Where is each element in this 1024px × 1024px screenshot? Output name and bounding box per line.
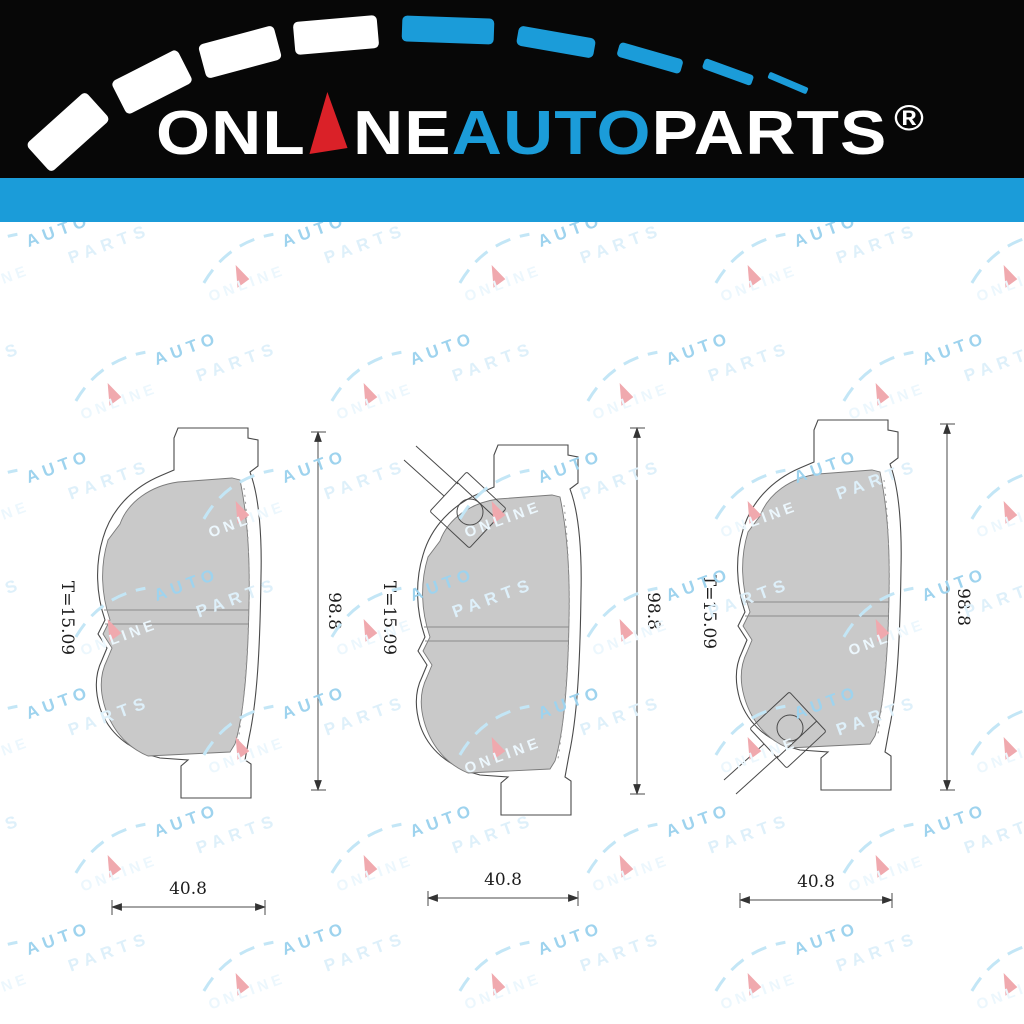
width-dimension-label: 40.8 xyxy=(169,879,207,899)
logo-wordmark: ONL NEAUTOPARTS® xyxy=(156,92,925,165)
brake-pad-figure-right: 98.8 T=15.09 40.8 xyxy=(699,419,973,908)
brake-pads-diagram: 98.8 T=15.09 40.8 98.8 T=15.09 40.8 xyxy=(57,419,973,915)
thickness-dimension-label: T=15.09 xyxy=(57,581,77,655)
brake-pad-figure-left: 98.8 T=15.09 40.8 xyxy=(57,427,344,915)
registered-trademark-icon: ® xyxy=(894,97,926,138)
logo-text-ne: NE xyxy=(352,99,452,168)
logo-text-parts: PARTS xyxy=(651,99,888,168)
height-dimension-label: 98.8 xyxy=(953,588,973,626)
technical-drawing-area: 98.8 T=15.09 40.8 98.8 T=15.09 40.8 xyxy=(0,222,1024,1024)
height-dimension-label: 98.8 xyxy=(643,592,663,630)
blue-divider-bar xyxy=(0,178,1024,224)
header-banner: ONL NEAUTOPARTS® xyxy=(0,0,1024,178)
speedometer-needle-icon xyxy=(309,92,348,154)
width-dimension-label: 40.8 xyxy=(797,872,835,892)
brake-pad-figure-middle: 98.8 T=15.09 40.8 xyxy=(379,426,663,906)
logo-text-onl: ONL xyxy=(156,99,306,168)
thickness-dimension-label: T=15.09 xyxy=(379,581,399,655)
width-dimension-label: 40.8 xyxy=(484,870,522,890)
speedometer-arc-icon xyxy=(27,15,809,171)
logo-text-auto: AUTO xyxy=(451,99,652,168)
thickness-dimension-label: T=15.09 xyxy=(699,575,719,649)
height-dimension-label: 98.8 xyxy=(324,592,344,630)
